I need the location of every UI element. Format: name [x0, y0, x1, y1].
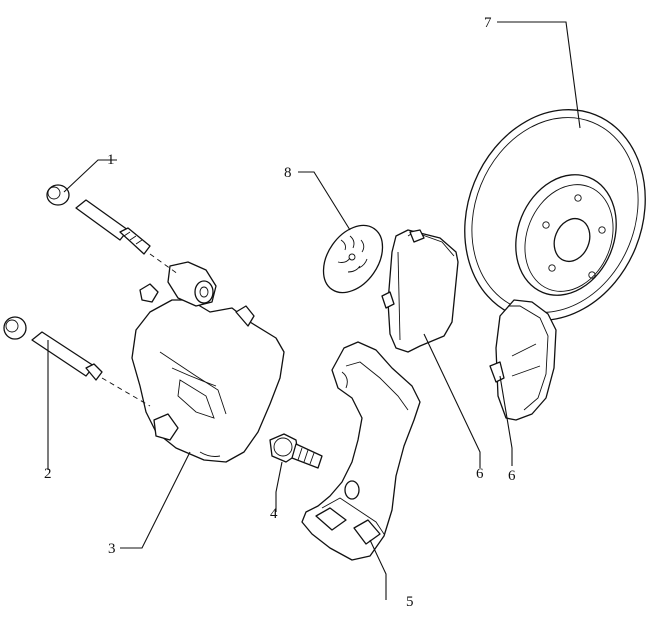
callout-5: 5 — [406, 594, 414, 610]
caliper-body — [131, 261, 285, 463]
brake-disc — [464, 109, 646, 321]
mounting-bolt — [269, 433, 323, 469]
callout-6-rear-pad: 6 — [508, 468, 516, 484]
leader-lines — [47, 21, 581, 600]
caliper-bracket — [301, 341, 421, 561]
brake-pad-rear — [489, 299, 557, 421]
callout-2: 2 — [44, 466, 52, 482]
callout-8: 8 — [284, 165, 292, 181]
callout-1: 1 — [107, 152, 115, 168]
callout-7: 7 — [484, 15, 492, 31]
brake-pad-front — [381, 229, 459, 353]
callout-3: 3 — [108, 541, 116, 557]
anti-rattle-plate — [322, 224, 384, 294]
callout-6-front-pad: 6 — [476, 466, 484, 482]
callout-4: 4 — [270, 506, 278, 522]
assembly-line-lower — [101, 377, 151, 407]
assembly-line-upper — [149, 253, 179, 275]
guide-pin-upper — [46, 184, 151, 255]
guide-pin-lower — [3, 316, 103, 381]
